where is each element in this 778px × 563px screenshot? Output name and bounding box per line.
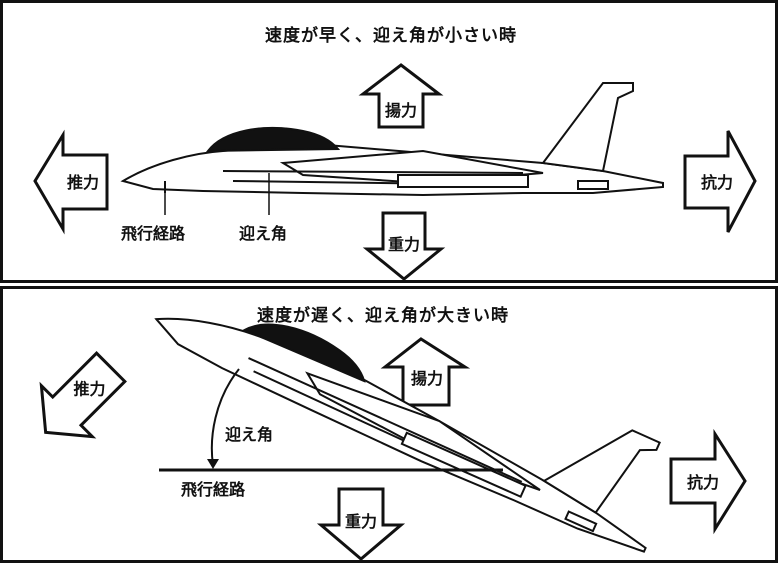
jet-illustration-nose-up [154,317,661,553]
lift-label: 揚力 [385,101,417,120]
lift-label: 揚力 [411,369,443,388]
drag-arrow: 抗力 [683,130,757,233]
high-speed-diagram: 揚力 重力 推力 抗力 [33,63,757,280]
panel-title: 速度が遅く、迎え角が大きい時 [257,306,509,326]
drag-arrow: 抗力 [669,428,747,535]
lift-arrow: 揚力 [358,63,444,129]
thrust-arrow: 推力 [39,351,127,439]
annotation-lines [164,173,270,215]
aoa-arrowhead [207,459,219,469]
angle-of-attack-arc [210,368,240,466]
thrust-label: 推力 [67,173,99,192]
jet-illustration-level [120,82,664,197]
drag-label: 抗力 [687,473,719,492]
gravity-label: 重力 [345,512,377,531]
panel-low-speed: 速度が遅く、迎え角が大きい時 揚力 重力 推力 抗力 [0,286,778,563]
gravity-arrow: 重力 [316,487,406,560]
thrust-arrow: 推力 [33,129,109,235]
low-speed-diagram: 揚力 重力 推力 抗力 [39,317,747,560]
thrust-label: 推力 [73,380,105,399]
gravity-arrow: 重力 [362,211,446,280]
panel-high-speed: 速度が早く、迎え角が小さい時 揚力 重力 推力 抗力 [0,0,778,283]
gravity-label: 重力 [388,235,420,254]
flight-path-label: 飛行経路 [120,224,186,243]
lift-arrow: 揚力 [380,337,471,407]
panel-title: 速度が早く、迎え角が小さい時 [265,26,517,46]
flight-path-label: 飛行経路 [180,480,246,499]
drag-label: 抗力 [701,173,733,192]
angle-of-attack-label: 迎え角 [239,224,287,243]
angle-of-attack-label: 迎え角 [225,425,273,444]
